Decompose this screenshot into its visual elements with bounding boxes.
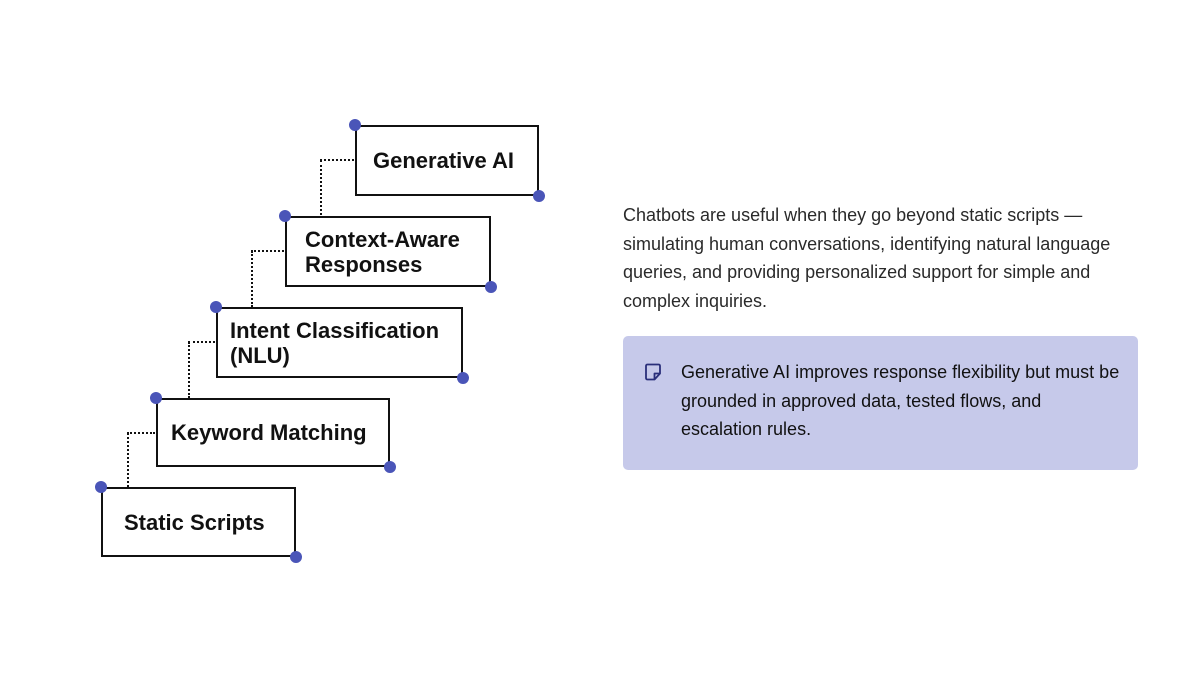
step-context-aware-responses: Context-Aware Responses <box>279 210 497 293</box>
connector-line <box>251 250 284 252</box>
corner-dot <box>210 301 222 313</box>
connector-line <box>251 251 253 307</box>
description-text: Chatbots are useful when they go beyond … <box>623 205 1111 311</box>
step-keyword-matching: Keyword Matching <box>150 392 396 473</box>
corner-dot <box>485 281 497 293</box>
sticky-note-icon <box>643 362 663 382</box>
connector-line <box>320 160 322 215</box>
note-callout: Generative AI improves response flexibil… <box>623 336 1138 470</box>
corner-dot <box>95 481 107 493</box>
step-label: Intent Classification (NLU) <box>230 317 440 368</box>
step-label: Context-Aware Responses <box>305 226 460 277</box>
corner-dot <box>150 392 162 404</box>
step-label: Static Scripts <box>124 509 265 535</box>
corner-dot <box>457 372 469 384</box>
note-text: Generative AI improves response flexibil… <box>681 362 1120 439</box>
corner-dot <box>349 119 361 131</box>
corner-dot <box>533 190 545 202</box>
connector-line <box>188 341 215 343</box>
corner-dot <box>279 210 291 222</box>
step-label: Generative AI <box>373 148 515 173</box>
step-intent-classification: Intent Classification (NLU) <box>210 301 469 384</box>
connector-line <box>188 342 190 398</box>
connector-line <box>320 159 354 161</box>
step-label: Keyword Matching <box>171 420 367 445</box>
connector-line <box>127 432 155 434</box>
step-static-scripts: Static Scripts <box>95 481 302 563</box>
corner-dot <box>290 551 302 563</box>
connector-line <box>127 433 129 487</box>
corner-dot <box>384 461 396 473</box>
step-generative-ai: Generative AI <box>349 119 545 202</box>
